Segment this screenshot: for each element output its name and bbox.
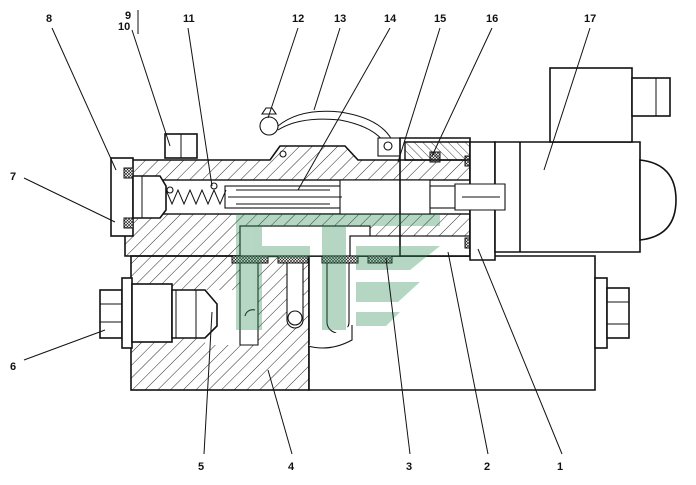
callout-15: 15 [434, 13, 446, 25]
callout-2: 2 [484, 461, 490, 473]
logo-watermark [236, 214, 440, 330]
callout-8: 8 [46, 13, 52, 25]
leader-lines [23, 10, 591, 455]
callout-4: 4 [288, 461, 295, 473]
upper-valve-body [124, 145, 501, 257]
callout-11: 11 [183, 13, 195, 25]
callout-1: 1 [557, 461, 563, 473]
gauge-assembly [259, 107, 401, 158]
callout-9: 9 [125, 10, 131, 22]
callout-5: 5 [198, 461, 204, 473]
lower-valve-body [130, 255, 630, 391]
callout-labels: 1 2 3 4 5 6 7 8 9 10 11 12 13 14 15 16 1… [10, 10, 596, 473]
top-port [164, 133, 198, 159]
callout-6: 6 [10, 361, 16, 373]
callout-3: 3 [406, 461, 412, 473]
callout-10: 10 [118, 21, 130, 33]
lower-passages [239, 257, 353, 349]
callout-12: 12 [292, 13, 304, 25]
callout-7: 7 [10, 171, 16, 183]
callout-13: 13 [334, 13, 346, 25]
left-end-cap [110, 157, 167, 237]
callout-16: 16 [486, 13, 498, 25]
solenoid-assembly [399, 67, 677, 261]
callout-17: 17 [584, 13, 596, 25]
left-fitting [99, 277, 218, 349]
spring [165, 182, 227, 206]
callout-14: 14 [384, 13, 397, 25]
